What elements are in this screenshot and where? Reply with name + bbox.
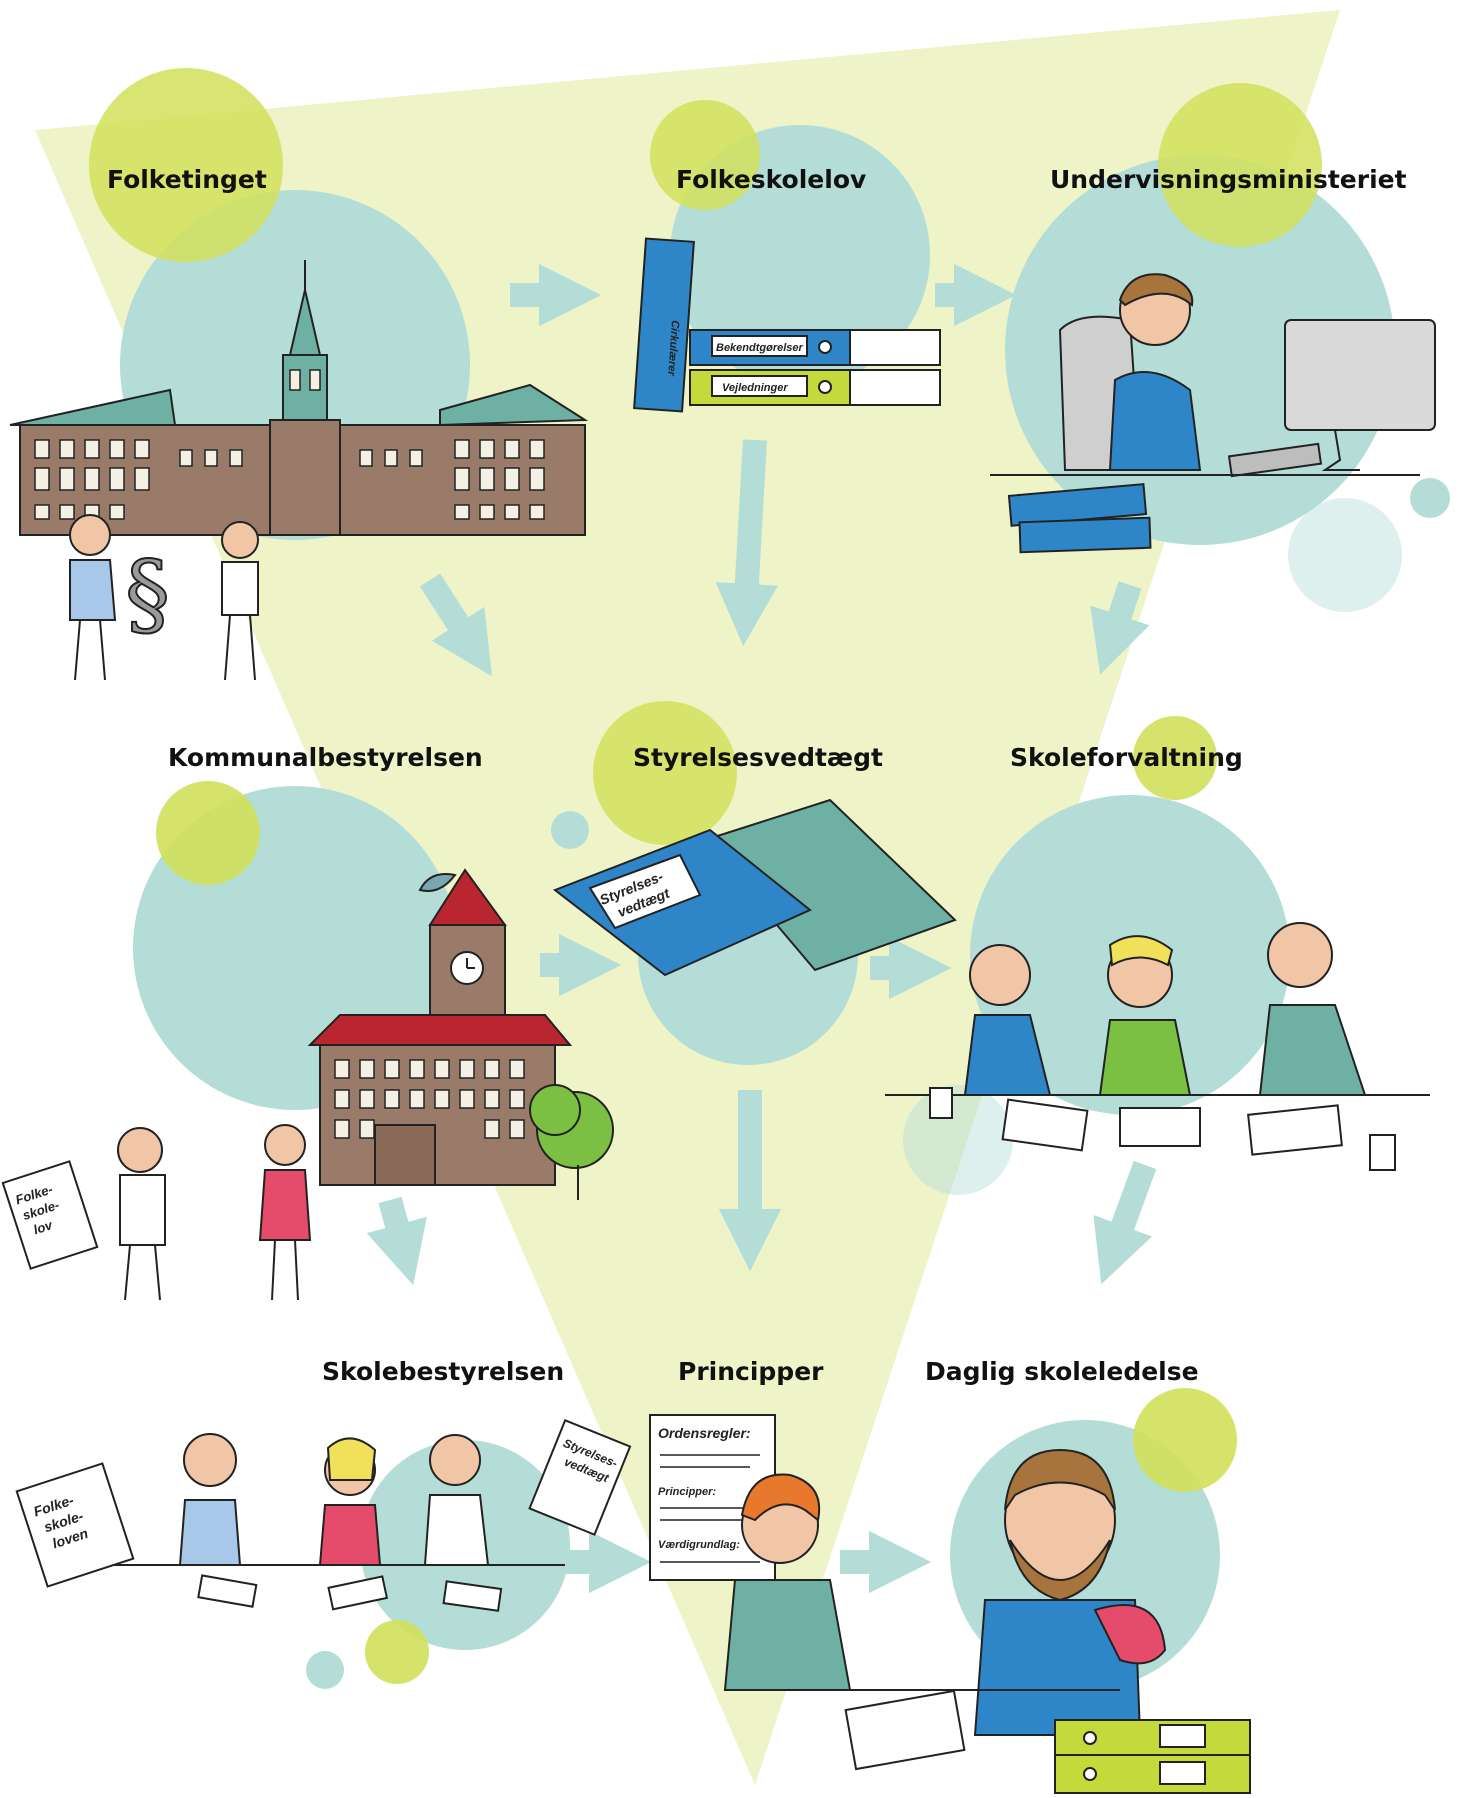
node-label-skoleforvaltning: Skoleforvaltning [1010,743,1243,772]
school-leader [830,1448,1251,1794]
arrow-kommunal-to-skolebestyrelsen [366,1196,427,1286]
lime-circles [89,68,1322,1684]
node-label-principper: Principper [678,1357,824,1386]
flow-arrows [366,263,1157,1594]
svg-text:Cirkulærer: Cirkulærer [665,320,681,377]
svg-text:lov: lov [32,1217,55,1237]
svg-text:Principper:: Principper: [658,1486,716,1498]
svg-text:Vejledninger: Vejledninger [722,382,788,394]
arrow-ministeriet-to-skoleforvaltning [1090,581,1150,675]
svg-text:Værdigrundlag:: Værdigrundlag: [658,1539,740,1551]
administration-team [885,922,1430,1171]
node-label-kommunalbestyrelsen: Kommunalbestyrelsen [168,743,483,772]
node-label-folkeskolelov: Folkeskolelov [676,165,866,194]
node-label-daglig-skoleledelse: Daglig skoleledelse [925,1357,1199,1386]
arrow-folkeskolelov-to-styrelses [715,439,778,647]
law-binders: Cirkulærer Bekendtgørelser Vejledninger [633,237,941,413]
principles-poster: Ordensregler: Principper: Værdigrundlag: [649,1414,852,1691]
paragraph-sign-icon: § [125,542,170,647]
node-label-folketinget: Folketinget [107,165,267,194]
ministry-worker [990,273,1436,554]
arrow-skoleforvaltning-to-daglig [1093,1160,1157,1285]
statute-books: Styrelses- vedtægt [552,798,957,977]
svg-text:Ordensregler:: Ordensregler: [658,1425,751,1441]
handshake-figures: Folke- skole- lov [1,1124,312,1301]
politicians-figures: § [69,514,259,681]
node-label-undervisningsministeriet: Undervisningsministeriet [1050,165,1407,194]
node-label-styrelsesvedtaegt: Styrelsesvedtægt [633,743,883,772]
arrow-folketinget-to-kommunal [419,573,492,677]
node-label-skolebestyrelsen: Skolebestyrelsen [322,1357,564,1386]
parliament-building [9,260,589,536]
school-board-meeting: Folke- skole- loven Styrelses- vedtægt [15,1419,632,1612]
town-hall [307,868,614,1200]
svg-text:Bekendtgørelser: Bekendtgørelser [716,342,804,354]
